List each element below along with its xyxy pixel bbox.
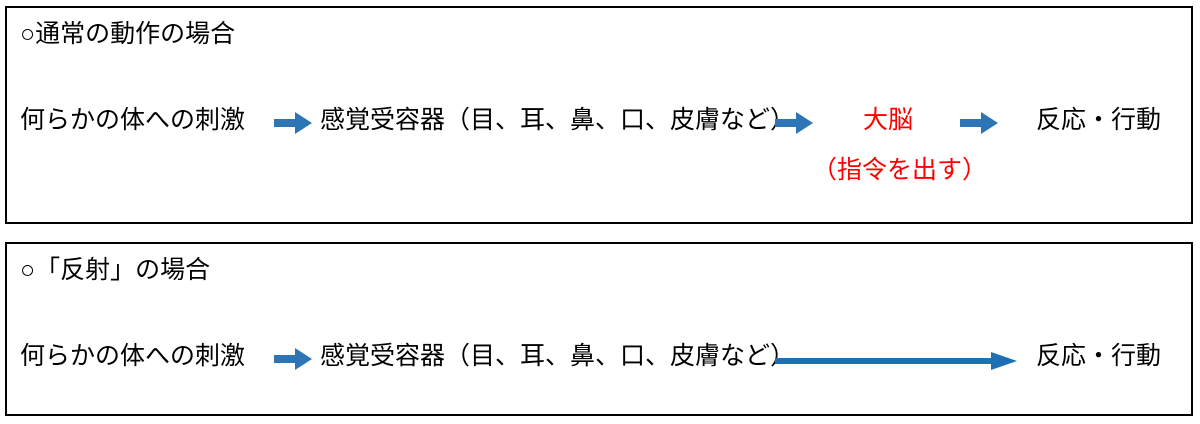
flow-node-brain: 大脳 [863, 106, 914, 134]
arrow-stimulus-to-receptor-reflex-icon [274, 348, 312, 370]
arrow-receptor-to-response-long-icon [775, 352, 1017, 370]
arrow-brain-to-response-icon [960, 112, 998, 134]
flow-node-brain-note: （指令を出す） [812, 156, 988, 184]
arrow-stimulus-to-receptor-normal-icon [274, 112, 312, 134]
flow-node-response-normal: 反応・行動 [1036, 106, 1162, 134]
flow-node-stimulus-normal: 何らかの体への刺激 [20, 106, 246, 134]
flow-node-receptor-reflex: 感覚受容器（目、耳、鼻、口、皮膚など） [320, 342, 796, 370]
panel-reflex-heading: ○「反射」の場合 [20, 256, 211, 284]
flow-node-receptor-normal: 感覚受容器（目、耳、鼻、口、皮膚など） [320, 106, 796, 134]
panel-reflex [5, 242, 1193, 416]
panel-normal-heading: ○通常の動作の場合 [20, 20, 236, 48]
panel-normal-action [5, 6, 1193, 224]
flow-node-stimulus-reflex: 何らかの体への刺激 [20, 342, 246, 370]
flow-node-response-reflex: 反応・行動 [1036, 342, 1162, 370]
arrow-receptor-to-brain-icon [775, 112, 813, 134]
